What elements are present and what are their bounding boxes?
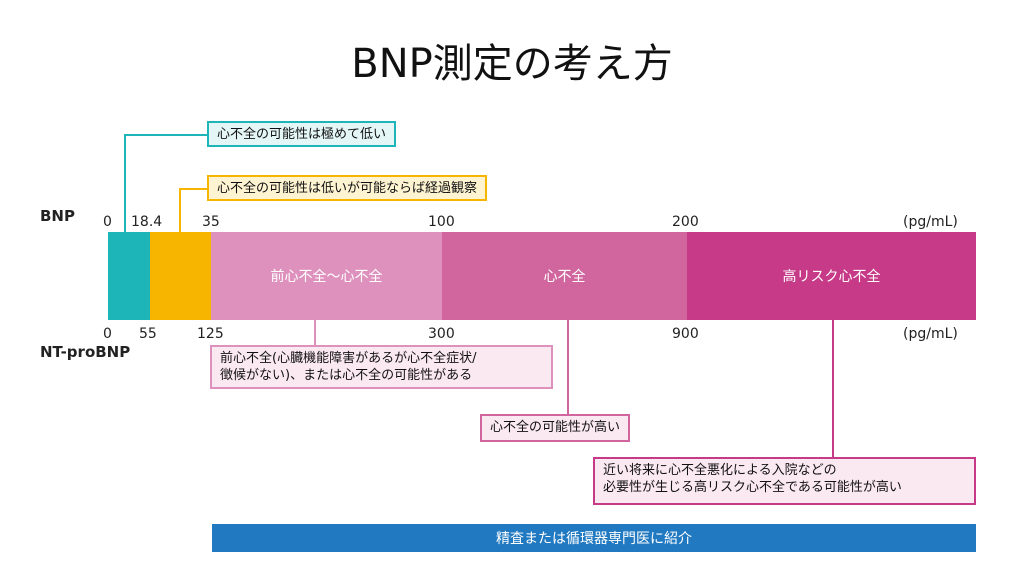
bnp-axis-label: BNP — [40, 207, 75, 225]
ntprobnp-tick-0: 0 — [103, 326, 112, 342]
ntprobnp-tick-125: 125 — [197, 326, 224, 342]
callout-high-risk-line1: 近い将来に心不全悪化による入院などの — [603, 463, 837, 478]
connector-low-vertical — [179, 188, 181, 232]
referral-text: 精査または循環器専門医に紹介 — [496, 531, 692, 547]
callout-pre-hf-line2: 徴候がない)、または心不全の可能性がある — [220, 368, 473, 383]
ntprobnp-axis-label: NT-proBNP — [40, 343, 131, 361]
callout-low-observe-text: 心不全の可能性は低いが可能ならば経過観察 — [217, 181, 478, 196]
segment-heart-failure: 心不全 — [442, 232, 687, 320]
connector-low-horizontal — [179, 188, 208, 190]
ntprobnp-unit: (pg/mL) — [903, 326, 958, 342]
bnp-unit: (pg/mL) — [903, 214, 958, 230]
ntprobnp-tick-300: 300 — [428, 326, 455, 342]
callout-high-risk-line2: 必要性が生じる高リスク心不全である可能性が高い — [603, 480, 902, 495]
connector-hf — [567, 320, 569, 415]
bnp-tick-18-4: 18.4 — [131, 214, 163, 230]
connector-high-risk — [832, 320, 834, 458]
page-title: BNP測定の考え方 — [351, 41, 673, 87]
referral-bar: 精査または循環器専門医に紹介 — [212, 524, 976, 552]
callout-very-low-text: 心不全の可能性は極めて低い — [217, 127, 387, 142]
callout-pre-hf: 前心不全(心臓機能障害があるが心不全症状/ 徴候がない)、または心不全の可能性が… — [210, 345, 553, 389]
callout-high-text: 心不全の可能性が高い — [490, 420, 621, 435]
segment-pre-heart-failure: 前心不全〜心不全 — [211, 232, 442, 320]
segment-high-risk: 高リスク心不全 — [687, 232, 976, 320]
bnp-tick-35: 35 — [202, 214, 220, 230]
callout-pre-hf-line1: 前心不全(心臓機能障害があるが心不全症状/ — [220, 351, 477, 366]
segment-very-low — [108, 232, 150, 320]
connector-very-low-vertical — [124, 134, 126, 232]
callout-low-observe: 心不全の可能性は低いが可能ならば経過観察 — [207, 175, 488, 201]
segment-low — [150, 232, 211, 320]
callout-very-low: 心不全の可能性は極めて低い — [207, 121, 397, 147]
ntprobnp-tick-900: 900 — [672, 326, 699, 342]
callout-high-risk: 近い将来に心不全悪化による入院などの 必要性が生じる高リスク心不全である可能性が… — [593, 457, 976, 505]
ntprobnp-tick-55: 55 — [139, 326, 157, 342]
bnp-tick-0: 0 — [103, 214, 112, 230]
bnp-tick-200: 200 — [672, 214, 699, 230]
bnp-tick-100: 100 — [428, 214, 455, 230]
connector-very-low-horizontal — [124, 134, 208, 136]
callout-high: 心不全の可能性が高い — [480, 414, 631, 442]
connector-pre-hf — [314, 320, 316, 346]
